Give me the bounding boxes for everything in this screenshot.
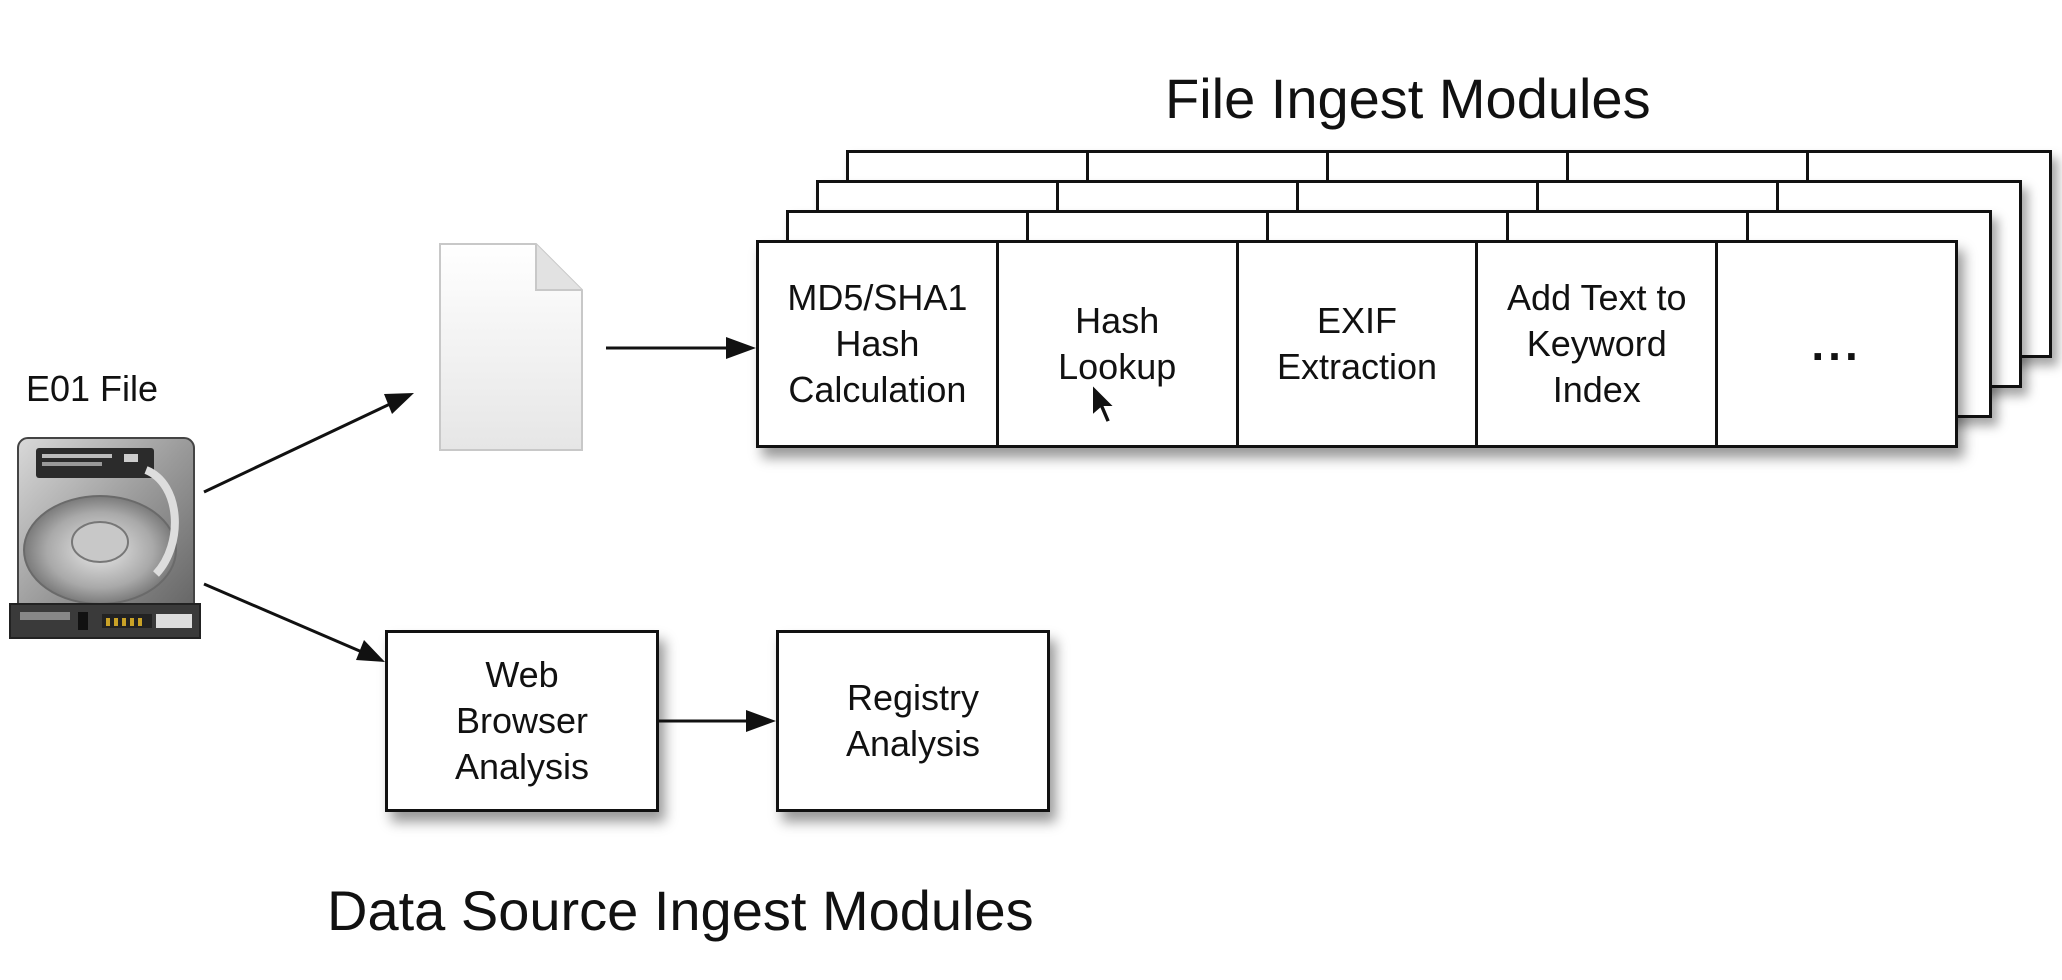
module-label: Add Text to Keyword Index xyxy=(1507,277,1687,410)
module-label: MD5/SHA1 Hash Calculation xyxy=(787,277,968,410)
arrow-web-browser-to-registry xyxy=(659,710,776,732)
module-label: ... xyxy=(1811,318,1862,370)
module-registry-analysis: Registry Analysis xyxy=(776,630,1050,812)
module-hash-lookup: Hash Lookup xyxy=(999,243,1239,445)
module-label: EXIF Extraction xyxy=(1276,300,1438,387)
arrow-drive-to-web-browser xyxy=(203,582,385,662)
file-ingest-title: File Ingest Modules xyxy=(1165,67,1651,130)
module-hash-calculation: MD5/SHA1 Hash Calculation xyxy=(759,243,999,445)
e01-file-label: E01 File xyxy=(26,368,159,409)
module-web-browser-analysis: Web Browser Analysis xyxy=(385,630,659,812)
file-ingest-pipeline: MD5/SHA1 Hash Calculation Hash Lookup EX… xyxy=(756,240,1958,448)
hard-drive-icon xyxy=(9,437,201,639)
arrow-drive-to-file xyxy=(203,393,414,494)
mouse-cursor-icon xyxy=(1091,382,1118,425)
module-label: Hash Lookup xyxy=(1058,300,1177,387)
module-keyword-index: Add Text to Keyword Index xyxy=(1478,243,1719,445)
module-more: ... xyxy=(1718,243,1955,445)
document-icon xyxy=(439,243,583,451)
module-label: Registry Analysis xyxy=(845,677,981,764)
module-exif-extraction: EXIF Extraction xyxy=(1239,243,1479,445)
data-source-ingest-title: Data Source Ingest Modules xyxy=(327,879,1034,942)
arrow-file-to-modules xyxy=(606,337,756,359)
module-label: Web Browser Analysis xyxy=(454,654,590,787)
